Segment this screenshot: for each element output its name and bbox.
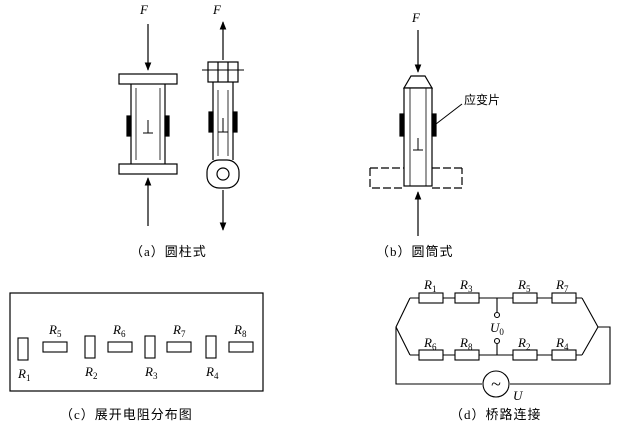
resistor-label: R4 [205,364,219,381]
right-node-wire [581,297,599,356]
strain-gauge [164,115,170,137]
bridge-resistor [551,349,577,361]
caption-a: （a）圆柱式 [130,244,207,259]
source-wire-right [510,326,611,385]
unrolled-surface [9,292,264,392]
strain-gauge [399,113,405,137]
source-voltage-label: U [513,388,524,403]
ac-source-glyph: ~ [491,374,501,394]
resistor-label: R6 [112,322,126,339]
bridge-resistor [512,292,538,304]
ac-source [482,370,510,398]
strain-gauge [126,115,132,137]
base [369,167,463,189]
resistor-vertical [84,335,96,359]
panel-b-tube: F 应变片 （b）圆筒式 [369,10,500,259]
panel-a-cylinder: F F （a）圆柱式 [118,2,244,259]
resistor-label: R8 [233,322,247,339]
output-terminal [493,337,501,345]
left-node-wire [395,297,411,356]
resistor-vertical [144,335,156,359]
resistor-label: R1 [17,366,30,383]
tube-cap [402,75,434,89]
tension-column [202,21,244,231]
output-terminal [493,311,501,319]
strain-gauge [232,111,238,133]
output-voltage-label: U0 [490,320,504,337]
gauge-label: 应变片 [464,92,500,107]
cylinder-column [118,24,178,226]
resistor-vertical [205,335,217,359]
gauge-leader [435,103,463,125]
bridge-resistor [454,349,480,361]
resistor-label: R6 [423,335,437,352]
resistor-label: R4 [555,335,569,352]
resistor-label: R5 [48,322,62,339]
force-label: F [139,2,149,17]
panel-d-bridge: ~ R1 R3 R5 R7 R6 R8 R2 R4 U0 U （d）桥路连接 [395,277,611,422]
caption-c: （c）展开电阻分布图 [60,407,193,422]
caption-d: （d）桥路连接 [450,407,542,422]
source-wire-left [395,327,482,385]
clevis [207,61,239,83]
strain-gauge [208,111,214,133]
force-label: F [212,2,222,17]
bridge-resistor [418,349,444,361]
resistor-horizontal [42,341,68,353]
resistor-horizontal [107,341,133,353]
resistor-label: R7 [172,322,186,339]
resistor-vertical [17,337,29,361]
resistor-label: R2 [517,335,530,352]
bridge-resistor [454,292,480,304]
resistor-horizontal [166,341,192,353]
bridge-resistor [512,349,538,361]
bridge-resistor [418,292,444,304]
strain-gauge [431,113,437,137]
resistor-label: R3 [459,277,473,294]
resistor-label: R2 [84,364,97,381]
resistor-label: R3 [144,364,158,381]
caption-b: （b）圆筒式 [376,244,454,259]
tube-body [403,87,433,187]
resistor-horizontal [228,341,254,353]
force-label: F [411,10,421,25]
bottom-plate [118,163,178,175]
resistor-label: R5 [517,277,531,294]
panel-c-layout: R1 R5 R2 R6 R3 R7 R4 R8 （c）展开电阻分布图 [9,292,264,422]
top-plate [118,73,178,85]
resistor-label: R7 [555,277,569,294]
bridge-resistor [551,292,577,304]
resistor-label: R8 [459,335,473,352]
resistor-label: R1 [423,277,436,294]
